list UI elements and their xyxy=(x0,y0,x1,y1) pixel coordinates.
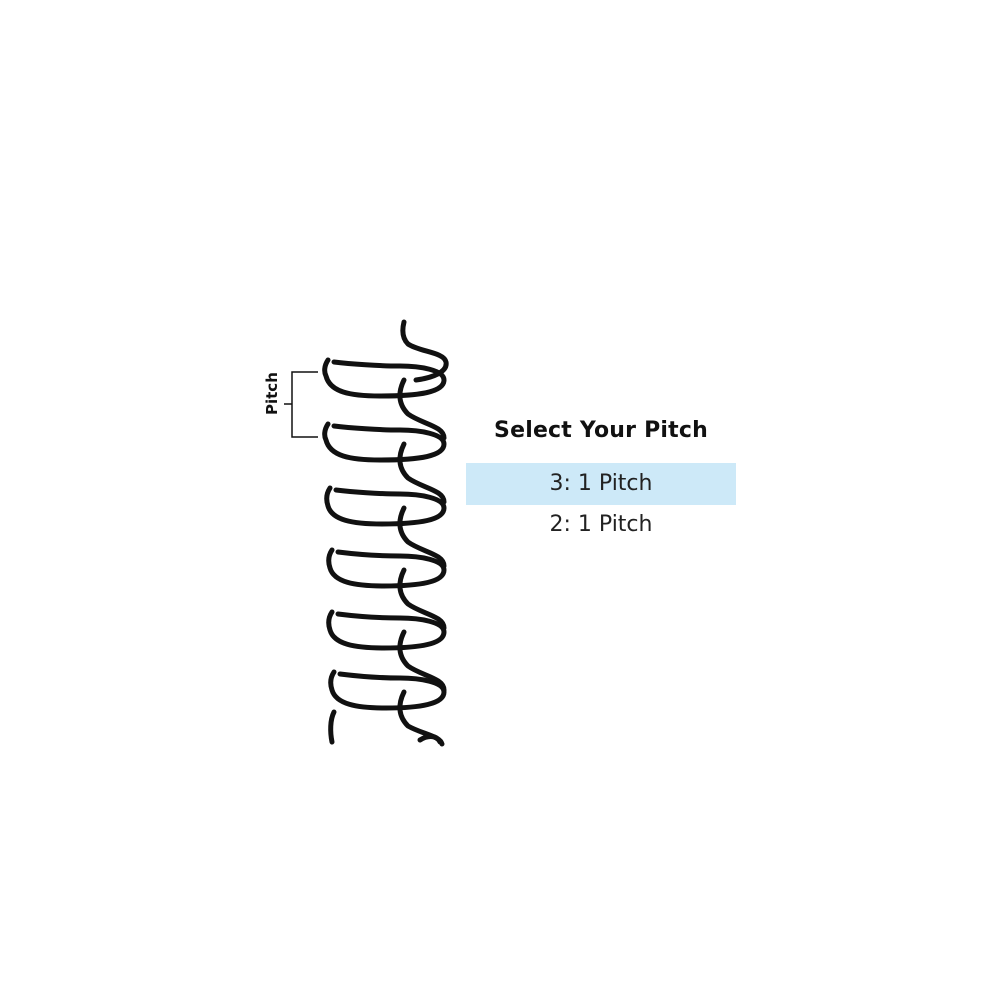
select-pitch-title: Select Your Pitch xyxy=(494,418,708,443)
pitch-option-3-1[interactable]: 3: 1 Pitch xyxy=(466,463,736,505)
pitch-option-2-1[interactable]: 2: 1 Pitch xyxy=(549,512,653,537)
pitch-label: Pitch xyxy=(263,372,281,415)
